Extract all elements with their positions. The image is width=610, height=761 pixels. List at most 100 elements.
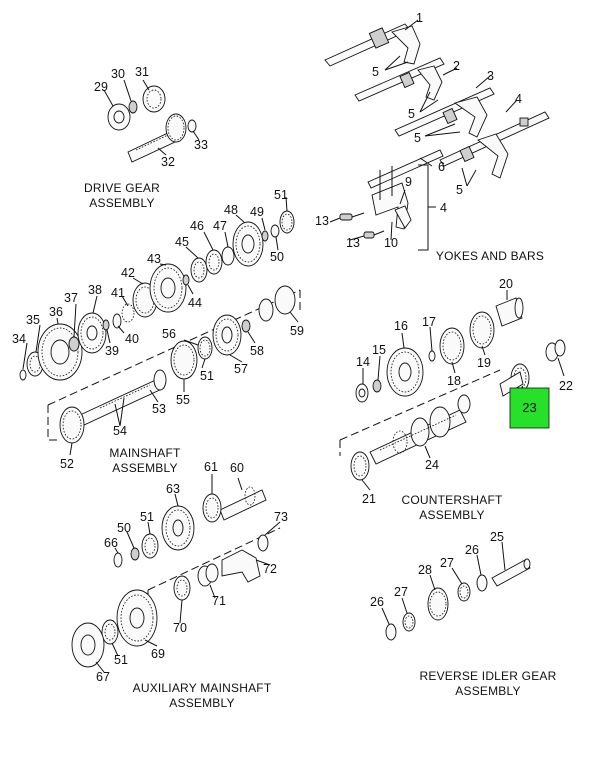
washer-misc[interactable] bbox=[457, 394, 471, 414]
callout-22: 22 bbox=[559, 379, 573, 393]
gear-51a[interactable] bbox=[279, 210, 295, 234]
bearing-29[interactable] bbox=[107, 103, 131, 131]
callout-56: 56 bbox=[162, 327, 176, 341]
gear-47[interactable] bbox=[221, 246, 235, 266]
sleeve-20[interactable] bbox=[495, 297, 524, 327]
ring-15[interactable] bbox=[372, 379, 382, 393]
yoke-72[interactable] bbox=[221, 549, 261, 583]
yokes-and-bars-caption: YOKES AND BARS bbox=[436, 249, 544, 263]
spring-41[interactable] bbox=[121, 303, 135, 323]
reverse-idler-caption-line2: ASSEMBLY bbox=[455, 684, 520, 698]
drive-gear-caption-line2: ASSEMBLY bbox=[89, 196, 154, 210]
callout-58: 58 bbox=[250, 344, 264, 358]
gear-18[interactable] bbox=[439, 327, 465, 365]
callout-52: 52 bbox=[60, 457, 74, 471]
gear-56[interactable] bbox=[197, 336, 213, 360]
callout-34: 34 bbox=[12, 332, 26, 346]
gear-28[interactable] bbox=[427, 587, 449, 621]
ring-17[interactable] bbox=[428, 350, 436, 362]
gear-16[interactable] bbox=[386, 347, 424, 397]
callout-6: 6 bbox=[438, 160, 445, 174]
gear-36[interactable] bbox=[37, 323, 83, 381]
washer-44[interactable] bbox=[182, 274, 190, 286]
gear-21[interactable] bbox=[350, 451, 370, 481]
bearing-22[interactable] bbox=[545, 339, 566, 362]
washer-39[interactable] bbox=[102, 319, 110, 331]
gear-51d[interactable] bbox=[101, 619, 119, 645]
gear-19[interactable] bbox=[469, 311, 495, 349]
gear-70[interactable] bbox=[173, 575, 191, 601]
yoke-bracket[interactable] bbox=[367, 149, 444, 230]
washer-26b[interactable] bbox=[385, 623, 397, 641]
callout-25: 25 bbox=[490, 530, 504, 544]
callout-42: 42 bbox=[121, 266, 135, 280]
shaft-25[interactable] bbox=[491, 558, 531, 587]
gear-46[interactable] bbox=[205, 249, 223, 275]
gear-48[interactable] bbox=[232, 221, 264, 267]
washer-31[interactable] bbox=[142, 85, 166, 113]
gear-55[interactable] bbox=[170, 340, 198, 380]
callout-72: 72 bbox=[263, 562, 277, 576]
drive-gear-32[interactable] bbox=[127, 113, 187, 163]
ring-50a[interactable] bbox=[270, 224, 280, 238]
callout-23-highlight[interactable]: 23 bbox=[509, 387, 550, 429]
shift-bar-1[interactable] bbox=[324, 23, 421, 67]
ring-58[interactable] bbox=[241, 319, 251, 333]
ring-73[interactable] bbox=[257, 534, 269, 552]
callout-13b: 13 bbox=[346, 236, 360, 250]
ring-30[interactable] bbox=[128, 100, 138, 114]
callout-41: 41 bbox=[111, 286, 125, 300]
countershaft-24[interactable] bbox=[369, 406, 467, 465]
mainshaft-53[interactable] bbox=[79, 369, 167, 426]
callout-5a: 5 bbox=[372, 65, 379, 79]
callout-4: 4 bbox=[515, 92, 522, 106]
washer-49[interactable] bbox=[261, 230, 269, 242]
callout-50a: 50 bbox=[270, 250, 284, 264]
gear-51c[interactable] bbox=[141, 533, 159, 559]
ring-66[interactable] bbox=[113, 552, 123, 568]
callout-10: 10 bbox=[384, 236, 398, 250]
gear-45[interactable] bbox=[190, 257, 208, 283]
countershaft-group: 14 15 16 17 18 19 20 21 22 24 23 COUNTER… bbox=[339, 277, 573, 522]
mainshaft-caption-line2: ASSEMBLY bbox=[112, 461, 177, 475]
washer-26a[interactable] bbox=[476, 574, 488, 592]
shaft-60[interactable] bbox=[219, 486, 267, 521]
ring-33[interactable] bbox=[187, 119, 197, 133]
callout-39: 39 bbox=[105, 344, 119, 358]
collar-40[interactable] bbox=[112, 313, 122, 329]
shift-bar-4[interactable] bbox=[439, 111, 550, 179]
callout-5c: 5 bbox=[414, 131, 421, 145]
callout-28: 28 bbox=[418, 563, 432, 577]
bearing-14[interactable] bbox=[355, 383, 369, 403]
screw-13b[interactable] bbox=[363, 230, 385, 239]
bearing-59[interactable] bbox=[258, 285, 296, 322]
gear-61[interactable] bbox=[202, 493, 222, 523]
disc-67[interactable] bbox=[71, 622, 105, 668]
callout-60: 60 bbox=[230, 461, 244, 475]
highlight-box[interactable] bbox=[509, 387, 550, 429]
callout-71: 71 bbox=[212, 594, 226, 608]
callout-3: 3 bbox=[487, 69, 494, 83]
bearing-71[interactable] bbox=[197, 563, 219, 587]
shift-bar-2[interactable] bbox=[354, 57, 445, 102]
ring-34[interactable] bbox=[19, 369, 27, 381]
gear-69[interactable] bbox=[116, 589, 158, 647]
screw-13a[interactable] bbox=[339, 212, 365, 221]
gear-23[interactable] bbox=[499, 363, 530, 397]
washer-37[interactable] bbox=[68, 336, 80, 352]
bearing-27b[interactable] bbox=[402, 612, 416, 632]
gear-43[interactable] bbox=[149, 263, 187, 313]
callout-57: 57 bbox=[234, 362, 248, 376]
shift-bar-3[interactable] bbox=[394, 87, 495, 138]
callout-48: 48 bbox=[224, 203, 238, 217]
callout-26a: 26 bbox=[465, 543, 479, 557]
callout-66: 66 bbox=[104, 536, 118, 550]
gear-38[interactable] bbox=[77, 312, 107, 354]
gear-63[interactable] bbox=[161, 505, 195, 551]
washer-50b[interactable] bbox=[130, 547, 140, 561]
bearing-27a[interactable] bbox=[457, 582, 471, 602]
callout-59: 59 bbox=[290, 324, 304, 338]
gear-57[interactable] bbox=[212, 314, 242, 356]
gear-52[interactable] bbox=[59, 406, 85, 444]
callout-47: 47 bbox=[213, 219, 227, 233]
